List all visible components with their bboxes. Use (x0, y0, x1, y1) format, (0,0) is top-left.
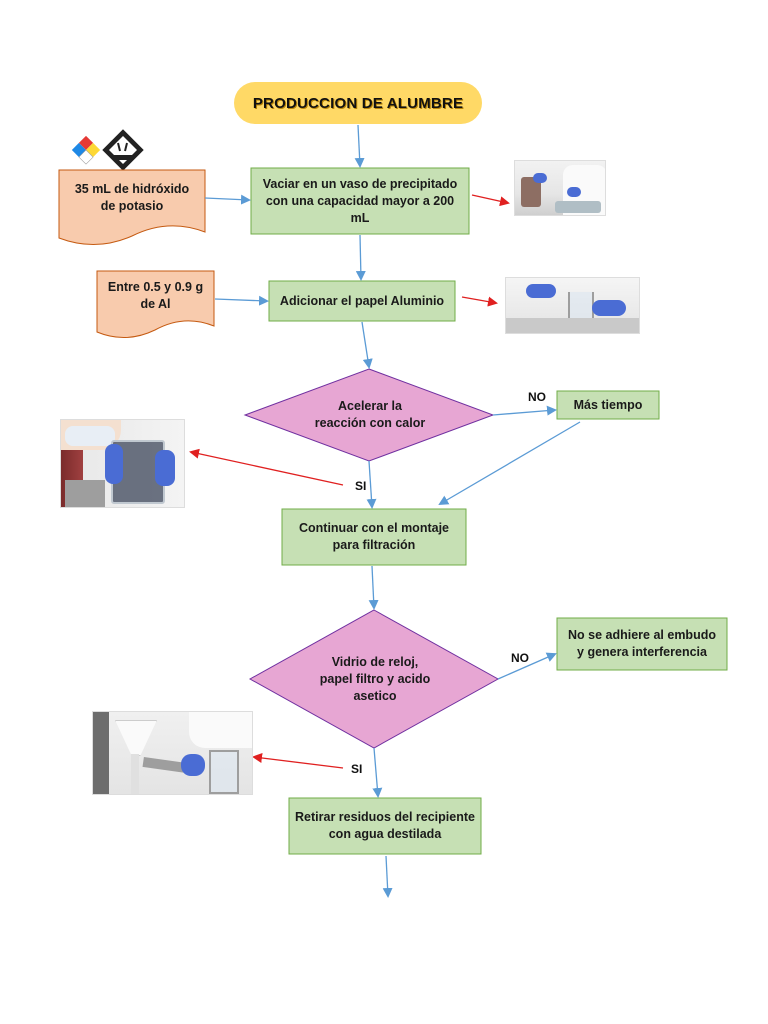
arrow-al-to-adicionar (214, 295, 269, 306)
arrow-koh-to-vaciar (204, 194, 251, 205)
step-vaciar-box (250, 167, 470, 235)
edge-label-no-1: NO (528, 390, 546, 404)
edge-label-no-2: NO (511, 651, 529, 665)
arrow-si1-to-photo (189, 448, 344, 486)
lab-photo-pouring (514, 160, 606, 216)
arrow-vidrio-no (497, 652, 557, 680)
step-adicionar-label: Adicionar el papel Aluminio (279, 293, 445, 308)
lab-photo-beaker-heat (60, 419, 185, 508)
step-continuar-box (281, 508, 467, 566)
flow-arrows (204, 124, 581, 898)
arrow-mas-tiempo-to-continuar (438, 421, 581, 506)
arrow-vaciar-to-adicionar (355, 234, 366, 281)
lab-photo-filtracion (92, 711, 253, 795)
step-retirar-label: Retirar residuos del recipiente con agua… (295, 810, 475, 841)
title-terminator (234, 82, 482, 124)
arrow-title-to-vaciar (354, 124, 365, 168)
input-al-label: Entre 0.5 y 0.9 g de Al (107, 280, 204, 311)
step-retirar-box (288, 797, 482, 855)
arrow-retirar-out (382, 855, 393, 898)
arrow-si2-to-photo (252, 753, 344, 769)
lab-photo-aluminio (505, 277, 640, 334)
input-al-shape (96, 270, 215, 338)
step-adicionar-box (268, 280, 456, 322)
step-vaciar-label: Vaciar en un vaso de precipitado con una… (262, 176, 458, 225)
step-continuar-label: Continuar con el montaje para filtración (298, 521, 449, 552)
corrosive-hazard-icon (102, 129, 144, 171)
outcome-mas-tiempo-label: Más tiempo (573, 397, 643, 412)
nfpa-hazard-icon (71, 135, 101, 165)
arrow-adicionar-to-photo (461, 296, 498, 307)
decision-acelerar-label: Acelerar la reacción con calor (314, 399, 426, 430)
arrow-acelerar-si (366, 460, 377, 509)
arrow-vidrio-si (372, 747, 383, 798)
outcome-mas-tiempo-box (556, 390, 660, 420)
arrow-continuar-to-vidrio (368, 565, 379, 610)
edge-label-si-1: SI (355, 479, 367, 493)
diagram-title: PRODUCCION DE ALUMBRE (252, 94, 464, 112)
outcome-no-adhiere-box (556, 617, 728, 671)
outcome-no-adhiere-label: No se adhiere al embudo y genera interfe… (568, 628, 716, 659)
arrow-vaciar-to-photo (471, 194, 510, 207)
photo-arrows (189, 194, 510, 769)
arrow-adicionar-to-acelerar (361, 321, 373, 369)
input-koh-shape (58, 169, 206, 246)
arrow-acelerar-no (492, 405, 557, 416)
input-koh-label: 35 mL de hidróxido de potasio (74, 182, 190, 213)
edge-label-si-2: SI (351, 762, 363, 776)
decision-vidrio-label: Vidrio de reloj, papel filtro y acido as… (319, 654, 431, 703)
